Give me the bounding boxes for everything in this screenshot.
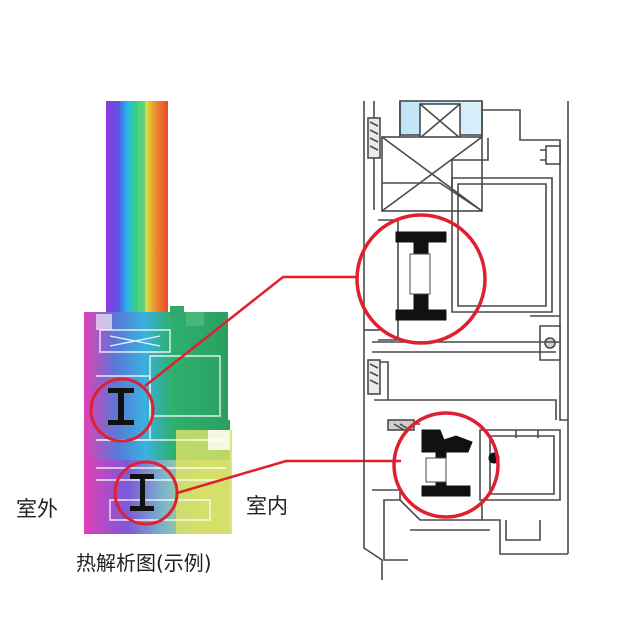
section-thermal-break-upper <box>395 231 447 321</box>
connector-line-lower <box>176 459 401 495</box>
thermal-diagram <box>84 101 232 534</box>
section-thermal-break-lower <box>421 429 500 497</box>
highlight-circle-right-upper <box>355 213 487 345</box>
indoor-label: 室内 <box>246 494 288 518</box>
figure-caption: 热解析图(示例) <box>76 551 212 575</box>
thermal-break-upper <box>108 388 134 425</box>
outdoor-label: 室外 <box>16 497 58 521</box>
connector-line-upper <box>144 275 358 387</box>
thermal-break-lower <box>130 474 154 511</box>
cross-section-drawing <box>363 100 569 580</box>
highlight-circle-left-upper <box>89 377 155 443</box>
highlight-circle-right-lower <box>392 411 500 519</box>
